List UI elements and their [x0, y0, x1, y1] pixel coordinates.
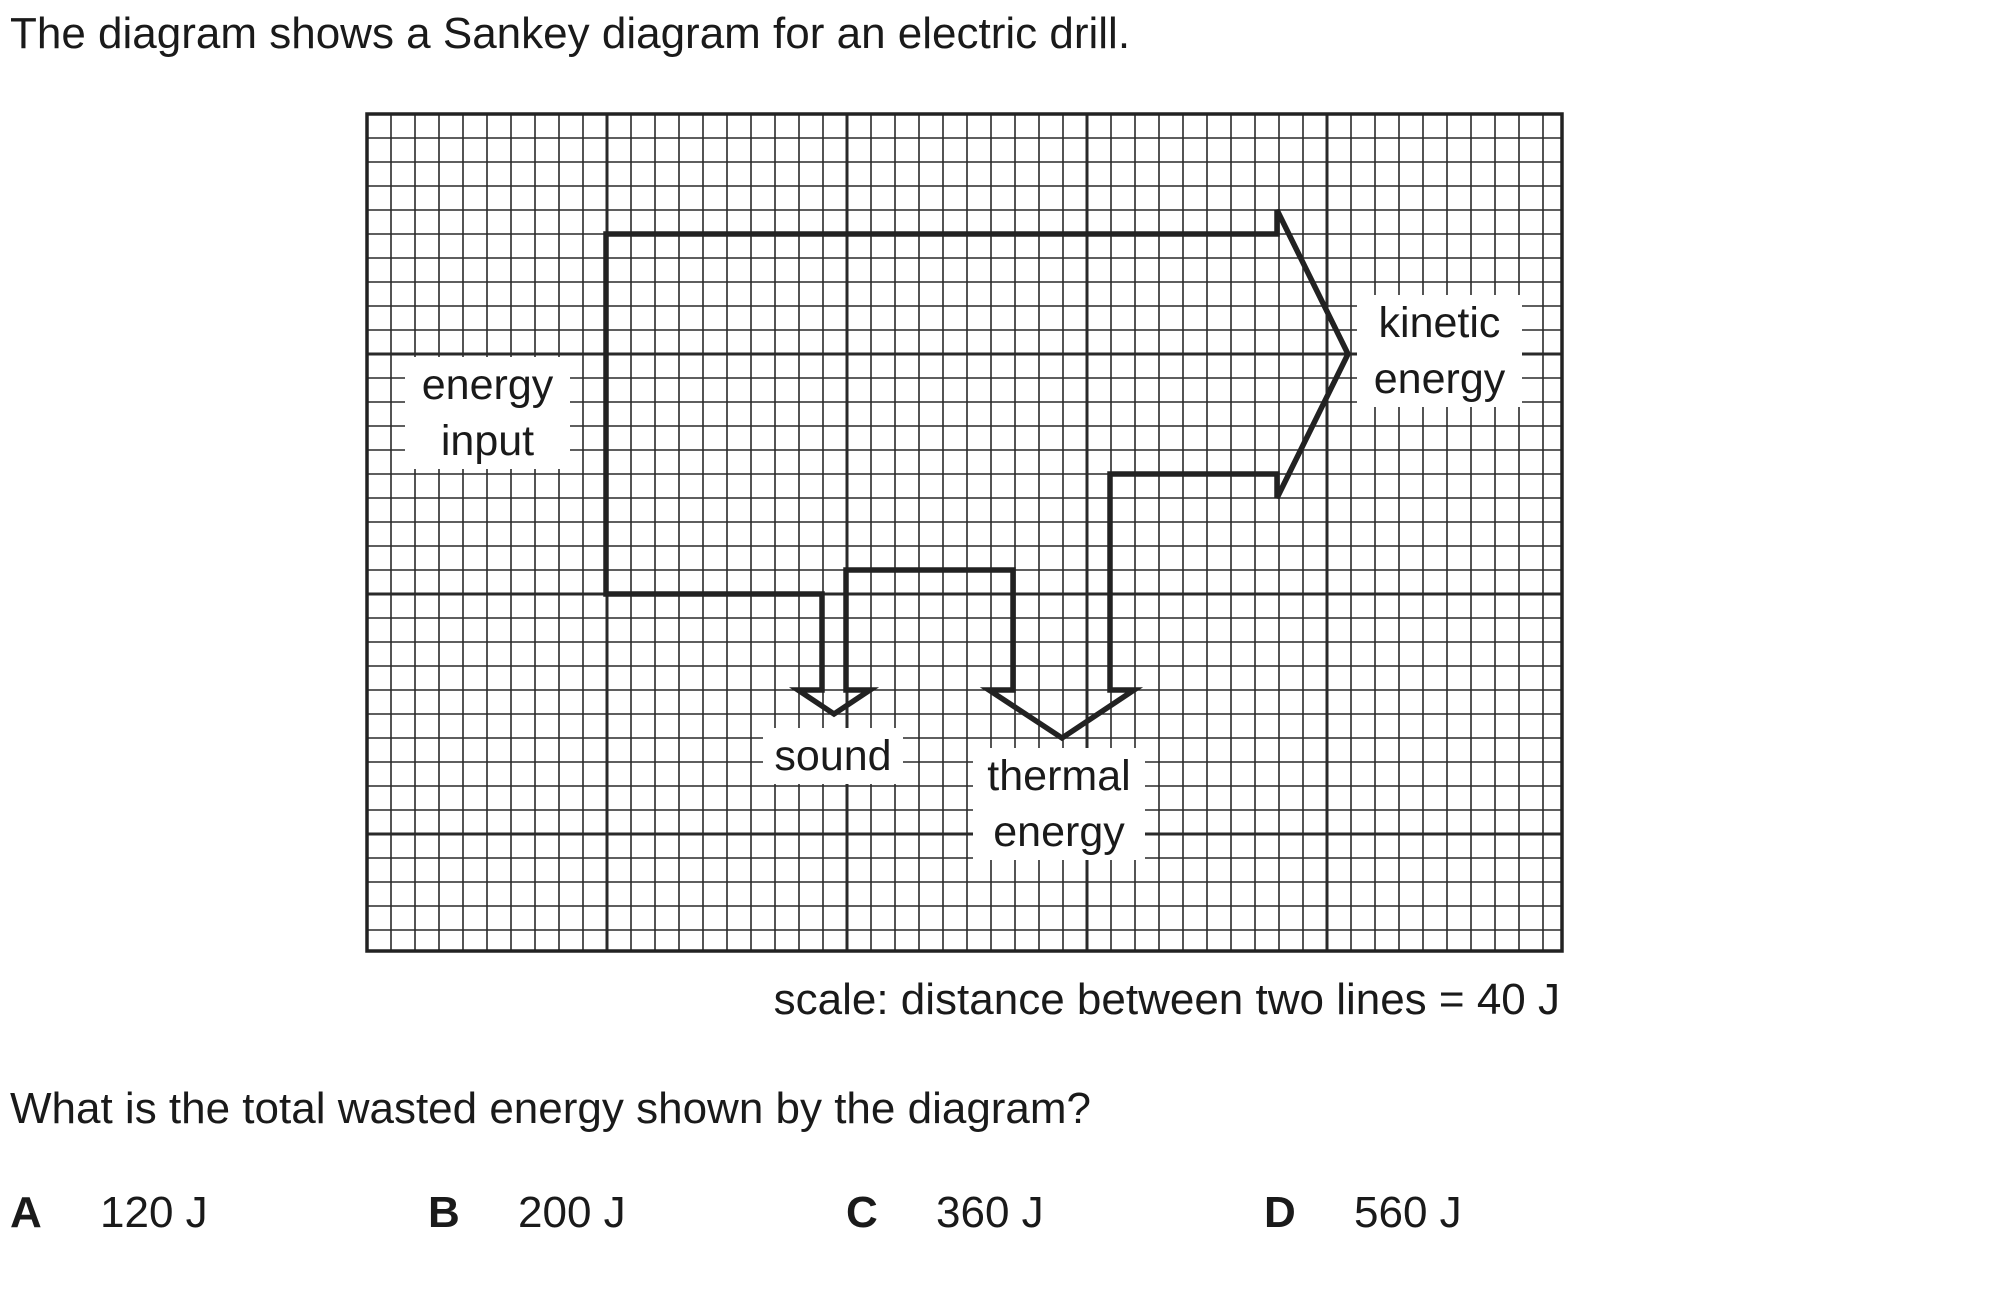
- option-c-letter: C: [846, 1188, 878, 1237]
- option-d-value: 560 J: [1354, 1188, 1462, 1237]
- label-sound: sound: [763, 728, 903, 784]
- label-energy-input: energy input: [405, 357, 570, 469]
- grid-major-lines: [367, 114, 1562, 951]
- option-c-value: 360 J: [936, 1188, 1044, 1237]
- label-energy-input-line1: energy: [421, 361, 554, 409]
- option-b-value: 200 J: [518, 1188, 626, 1237]
- option-a-value: 120 J: [100, 1188, 208, 1237]
- label-sound-line1: sound: [774, 732, 892, 780]
- sankey-arrow-outline: [603, 208, 1352, 742]
- option-d[interactable]: D 560 J: [1264, 1183, 1462, 1243]
- scale-note: scale: distance between two lines = 40 J: [773, 975, 1560, 1024]
- option-d-letter: D: [1264, 1188, 1296, 1237]
- label-kinetic-energy: kinetic energy: [1357, 295, 1522, 407]
- option-b[interactable]: B 200 J: [428, 1183, 626, 1243]
- option-b-letter: B: [428, 1188, 460, 1237]
- option-a-letter: A: [10, 1188, 42, 1237]
- grid-border: [365, 112, 1564, 953]
- option-a[interactable]: A 120 J: [10, 1183, 208, 1243]
- grid-minor-lines: [367, 114, 1562, 951]
- question-text: What is the total wasted energy shown by…: [10, 1084, 1092, 1133]
- intro-text: The diagram shows a Sankey diagram for a…: [10, 9, 1131, 58]
- label-thermal-energy-line1: thermal: [987, 752, 1131, 800]
- answer-options: A 120 J B 200 J C 360 J D 560 J: [10, 1183, 1610, 1243]
- option-c[interactable]: C 360 J: [846, 1183, 1044, 1243]
- label-kinetic-energy-line1: kinetic: [1378, 299, 1501, 347]
- label-kinetic-energy-line2: energy: [1373, 355, 1506, 403]
- label-energy-input-line2: input: [440, 417, 535, 465]
- label-thermal-energy: thermal energy: [973, 748, 1145, 860]
- label-thermal-energy-line2: energy: [993, 808, 1125, 856]
